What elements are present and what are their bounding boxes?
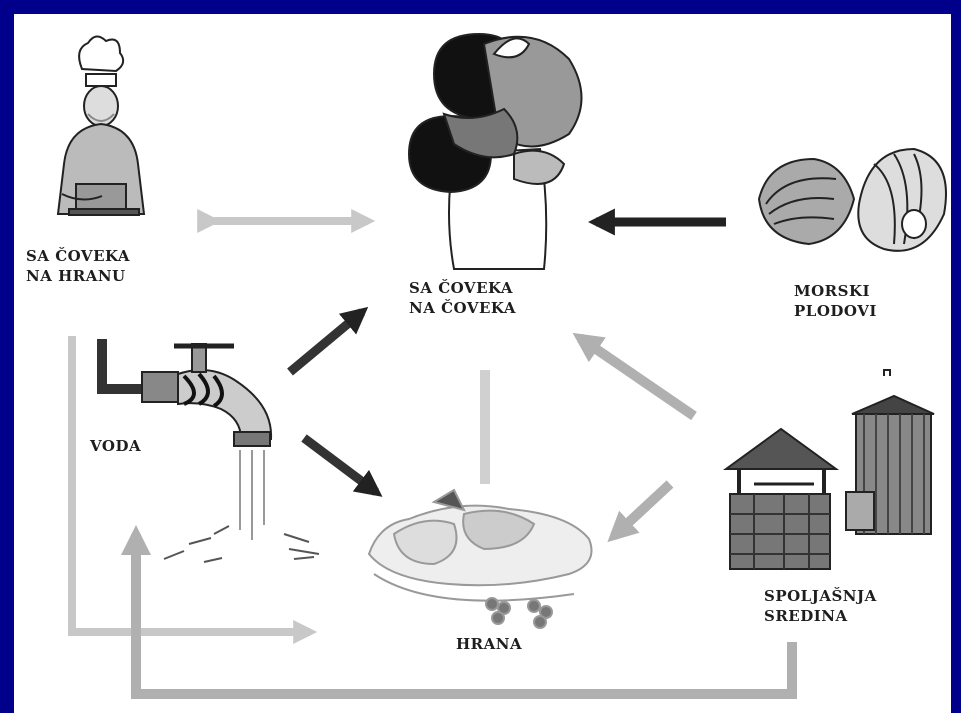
label-environment: SPOLJAŠNJA SREDINA <box>764 586 877 626</box>
arrow-environment-person <box>580 338 694 416</box>
label-water: VODA <box>90 436 141 456</box>
shellfish-icon <box>759 149 946 251</box>
food-pile-icon <box>369 490 592 628</box>
arrow-environment-food <box>614 484 670 536</box>
label-seafood: MORSKI PLODOVI <box>794 281 877 321</box>
label-food: HRANA <box>456 634 522 654</box>
label-person-to-person: SA ČOVEKA NA ČOVEKA <box>409 278 516 318</box>
chef-icon <box>58 36 144 215</box>
well-and-outhouse-icon <box>726 370 934 569</box>
embracing-people-icon <box>409 34 582 269</box>
arrow-water-person <box>290 312 362 372</box>
diagram-canvas: SA ČOVEKA NA HRANU SA ČOVEKA NA ČOVEKA M… <box>14 14 951 713</box>
arrow-water-food <box>304 438 376 492</box>
label-food-handler: SA ČOVEKA NA HRANU <box>26 246 130 286</box>
